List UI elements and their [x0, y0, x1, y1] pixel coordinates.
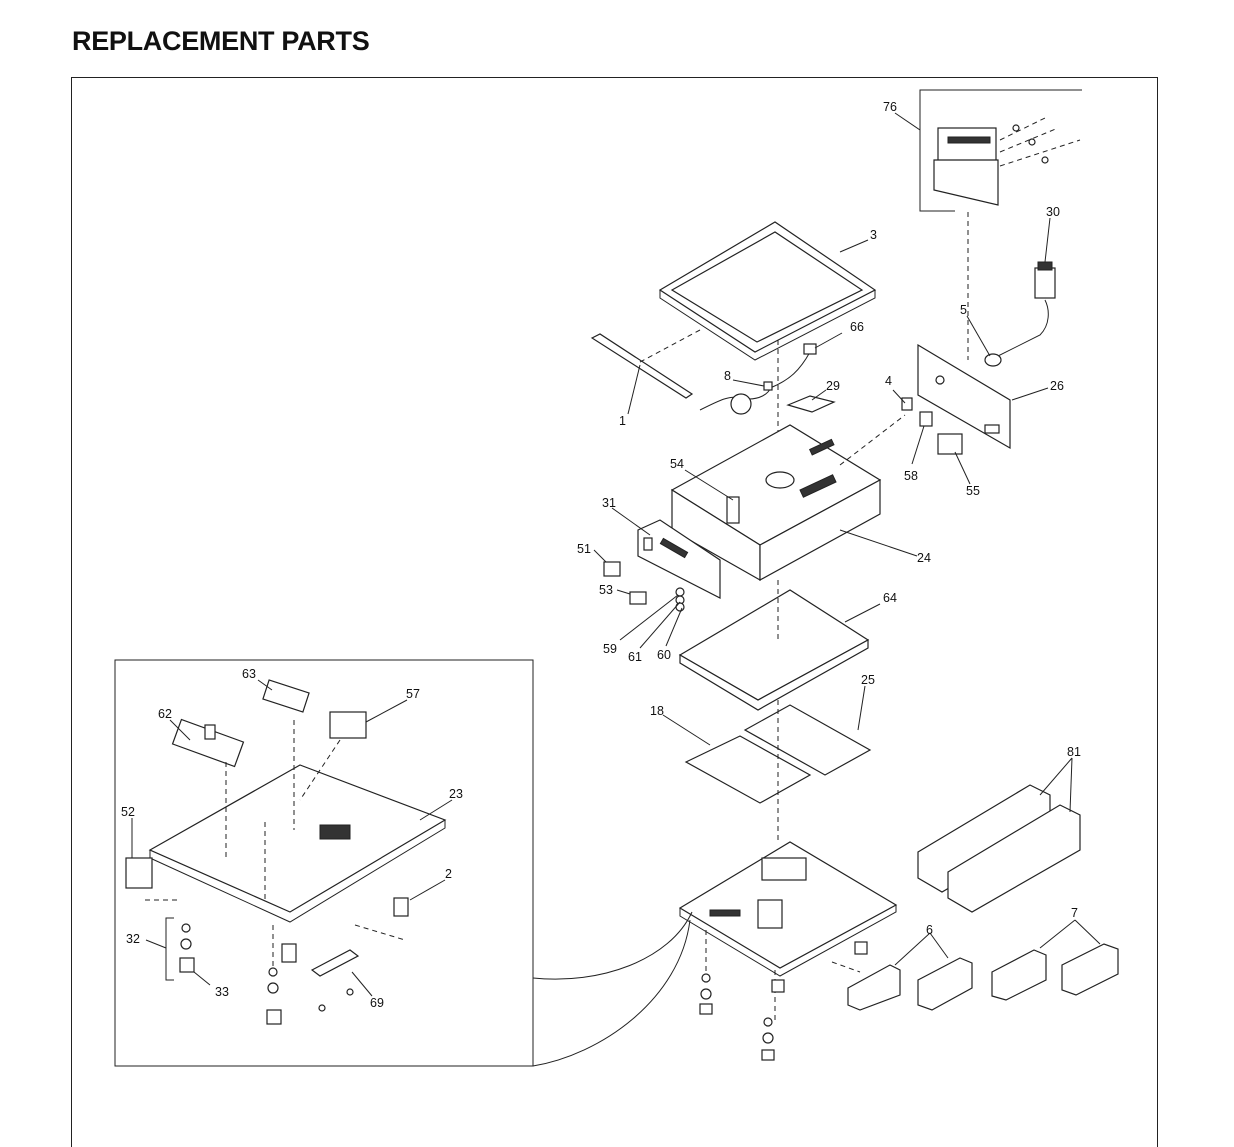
callout-26: 26: [1050, 379, 1064, 393]
part-plate-18: [684, 735, 812, 804]
callout-66: 66: [850, 320, 864, 334]
callout-51: 51: [577, 542, 591, 556]
part-side-strip: [590, 333, 694, 399]
part-main-housing: [670, 424, 882, 582]
callout-52: 52: [121, 805, 135, 819]
callout-5: 5: [960, 303, 967, 317]
part-control-panel: [637, 519, 721, 599]
callout-61: 61: [628, 650, 642, 664]
part-switch-51: [603, 561, 621, 577]
callout-69: 69: [370, 996, 384, 1010]
callout-63: 63: [242, 667, 256, 681]
diagram-frame: [71, 77, 1158, 1147]
callout-labels: 76 3 30 5 66 8 29 1 4 26 58 55 54 31 24 …: [121, 100, 1081, 1010]
callout-8: 8: [724, 369, 731, 383]
part-58: [919, 411, 933, 427]
callout-58: 58: [904, 469, 918, 483]
part-plate-25: [743, 704, 872, 776]
callout-7: 7: [1071, 906, 1078, 920]
part-base-assembly: [678, 841, 898, 977]
callout-33: 33: [215, 985, 229, 999]
callout-53: 53: [599, 583, 613, 597]
part-insulation: [678, 589, 870, 711]
part-rear-panel: [917, 343, 1011, 450]
callout-55: 55: [966, 484, 980, 498]
callout-64: 64: [883, 591, 897, 605]
callout-31: 31: [602, 496, 616, 510]
part-power-cord: [984, 261, 1056, 367]
leader-lines: [131, 112, 1101, 997]
callout-6: 6: [926, 923, 933, 937]
callout-32: 32: [126, 932, 140, 946]
part-switch-53: [629, 591, 647, 605]
callout-4: 4: [885, 374, 892, 388]
callout-76: 76: [883, 100, 897, 114]
detail-inset-base: [114, 659, 693, 1067]
part-feet: [699, 941, 868, 1061]
callout-25: 25: [861, 673, 875, 687]
callout-23: 23: [449, 787, 463, 801]
callout-30: 30: [1046, 205, 1060, 219]
callout-29: 29: [826, 379, 840, 393]
part-4: [901, 397, 913, 411]
callout-60: 60: [657, 648, 671, 662]
callout-54: 54: [670, 457, 684, 471]
part-cable: [699, 343, 817, 415]
callout-3: 3: [870, 228, 877, 242]
part-29-plate: [786, 395, 836, 413]
part-top-frame: [658, 221, 877, 361]
part-55: [937, 433, 963, 455]
callout-57: 57: [406, 687, 420, 701]
callout-81: 81: [1067, 745, 1081, 759]
detail-inset-76: [919, 89, 1082, 212]
part-bins: [917, 784, 1081, 913]
callout-62: 62: [158, 707, 172, 721]
callout-1: 1: [619, 414, 626, 428]
part-small-bins: [847, 943, 1119, 1011]
page-title: REPLACEMENT PARTS: [72, 26, 370, 56]
callout-18: 18: [650, 704, 664, 718]
callout-59: 59: [603, 642, 617, 656]
callout-24: 24: [917, 551, 931, 565]
callout-2: 2: [445, 867, 452, 881]
